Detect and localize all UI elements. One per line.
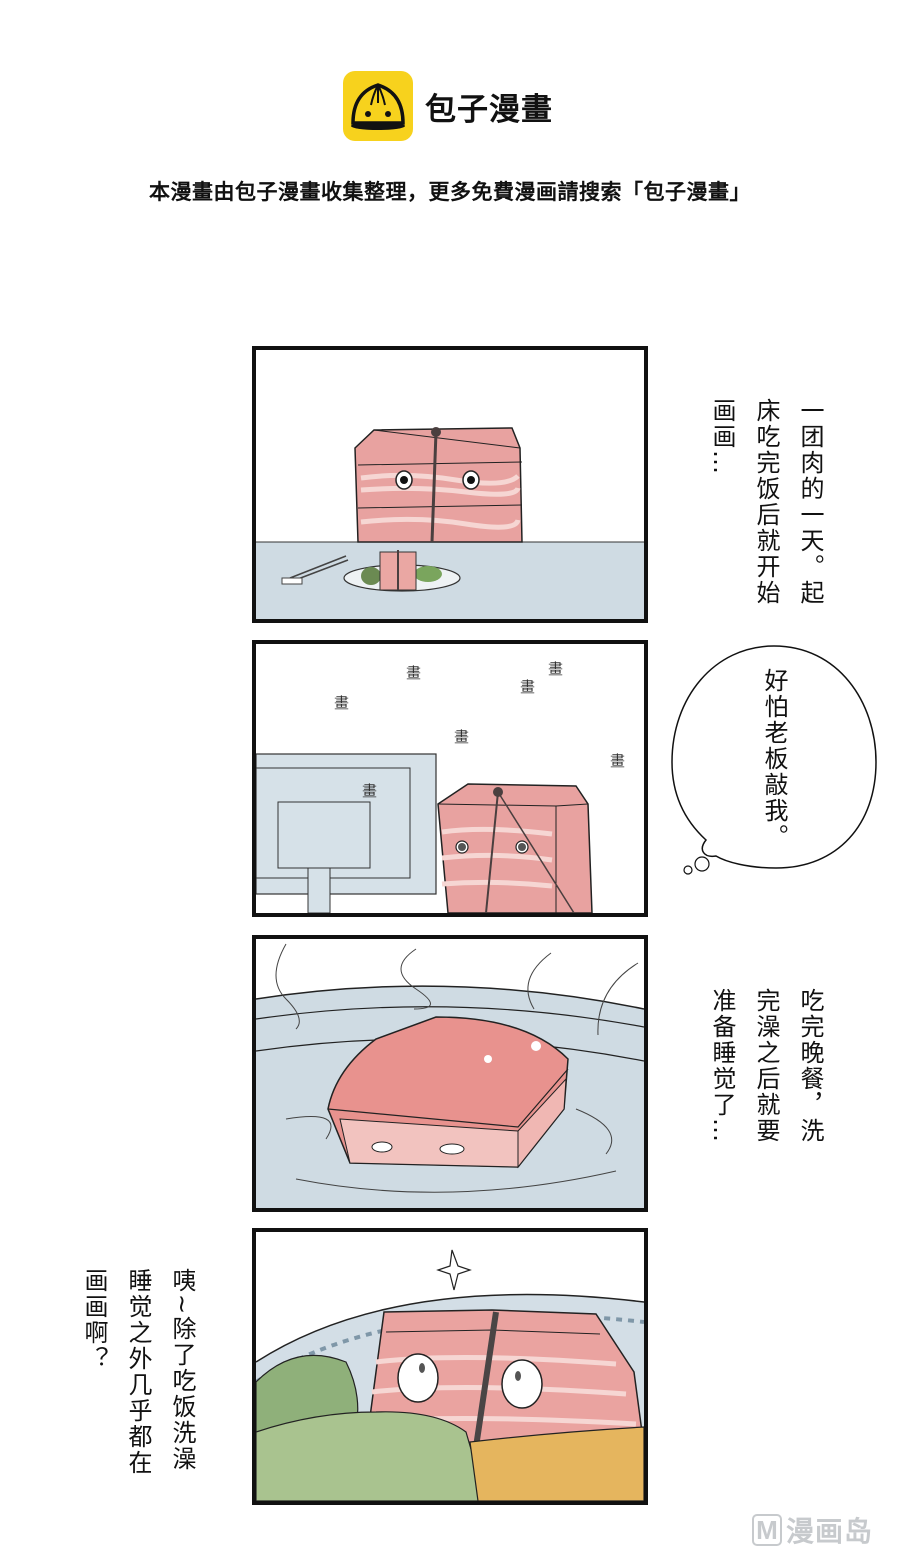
sparkle-icon: [436, 1249, 472, 1291]
panel-4-illustration: [256, 1249, 644, 1501]
watermark-text: 漫画岛: [786, 1515, 874, 1548]
panel-1-illustration: [256, 427, 644, 619]
panel-4-caption: 咦~除了吃饭洗澡睡觉之外几乎都在画画啊？: [80, 1268, 196, 1476]
comic-panel-1: [252, 346, 648, 623]
source-notice: 本漫畫由包子漫畫收集整理，更多免費漫画請搜索「包子漫畫」: [149, 180, 751, 204]
pork-belly-character: [437, 783, 593, 913]
baozi-logo: [343, 71, 413, 141]
watermark-m-icon: M: [752, 1514, 782, 1546]
sfx-draw: 畫: [406, 664, 422, 682]
panel-3-illustration: [256, 943, 644, 1208]
panel-3-caption: 吃完晚餐，洗完澡之后就要准备睡觉了…: [708, 988, 824, 1144]
sfx-draw: 畫: [454, 728, 470, 746]
computer-monitor: [256, 753, 437, 913]
thought-bubble: [671, 645, 877, 875]
sfx-draw: 畫: [610, 752, 626, 770]
vegetables: [256, 1354, 644, 1501]
sfx-draw: 畫: [362, 782, 378, 800]
pork-cube-character: [327, 1016, 569, 1169]
manhuadao-watermark: M 漫画岛: [752, 1512, 873, 1548]
comic-panel-4: [252, 1228, 648, 1505]
panel-1-caption: 一团肉的一天。起床吃完饭后就开始画画…: [708, 398, 824, 606]
thought-bubble-text: 好怕老板敲我。: [760, 668, 788, 850]
plate-with-meat: [343, 550, 461, 592]
pork-belly-character: [365, 1309, 644, 1448]
sfx-draw: 畫: [548, 660, 564, 678]
brand-name: 包子漫畫: [425, 92, 553, 128]
sfx-draw: 畫: [334, 694, 350, 712]
steamed-bun-icon: [351, 83, 405, 130]
comic-panel-2: 畫 畫 畫 畫 畫 畫 畫: [252, 640, 648, 917]
sfx-draw: 畫: [520, 678, 536, 696]
panel-2-illustration: [256, 753, 593, 913]
water-ripples: [285, 1108, 617, 1193]
chopsticks: [281, 555, 349, 585]
comic-panel-3: [252, 935, 648, 1212]
pork-belly-character: [354, 427, 523, 543]
steam-lines: [275, 943, 639, 1036]
